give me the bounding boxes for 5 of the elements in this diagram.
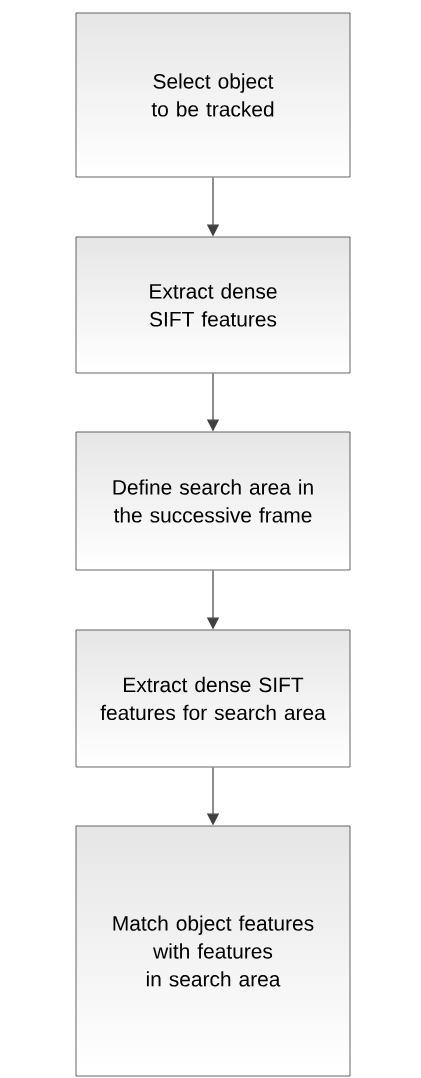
process-box: Select object to be tracked: [75, 12, 351, 178]
process-box: Match object features with features in search area: [75, 825, 351, 1077]
process-box: Extract dense SIFT features: [75, 236, 351, 374]
process-box: Define search area in the successive frame: [75, 431, 351, 571]
process-box: Extract dense SIFT features for search area: [75, 629, 351, 768]
